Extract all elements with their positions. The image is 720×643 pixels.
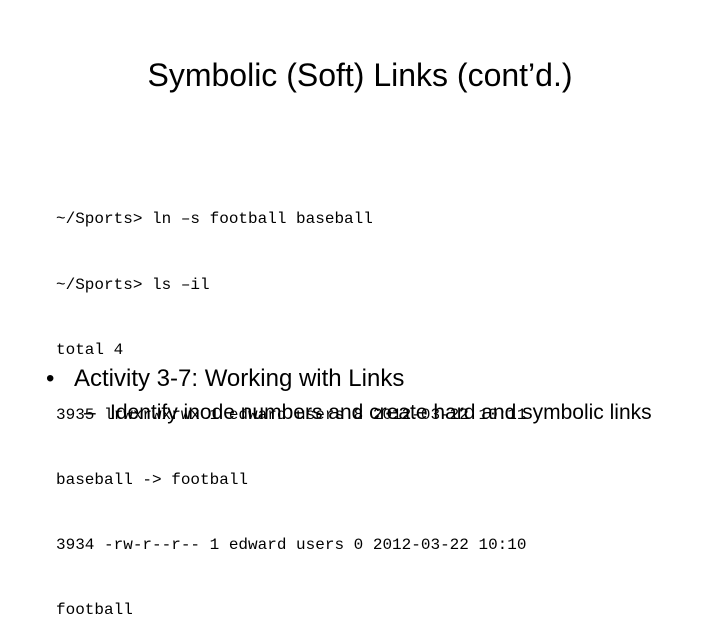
command-line-ln: ~/Sports> ln –s football baseball <box>56 210 373 229</box>
output-file-name: football <box>56 600 133 619</box>
output-link-target: baseball -> football <box>56 470 249 489</box>
activity-sub-bullet-text: Identify inode numbers and create hard a… <box>110 401 652 424</box>
bullet-list: • Activity 3-7: Working with Links – Ide… <box>46 364 686 426</box>
output-file-entry: 3934 -rw-r--r-- 1 edward users 0 2012-03… <box>56 535 527 554</box>
activity-sub-bullet: – Identify inode numbers and create hard… <box>84 400 686 426</box>
activity-bullet: • Activity 3-7: Working with Links <box>46 364 686 394</box>
activity-bullet-text: Activity 3-7: Working with Links <box>74 365 405 392</box>
slide-title: Symbolic (Soft) Links (cont’d.) <box>147 57 573 93</box>
output-total: total 4 <box>56 340 124 359</box>
output-link-entry: 3935 lrwxrwxrwx 1 edward users 8 2012-03… <box>56 405 527 424</box>
command-line-ls: ~/Sports> ls –il <box>56 275 210 294</box>
bullet-icon: • <box>46 365 55 392</box>
dash-icon: – <box>84 401 96 424</box>
